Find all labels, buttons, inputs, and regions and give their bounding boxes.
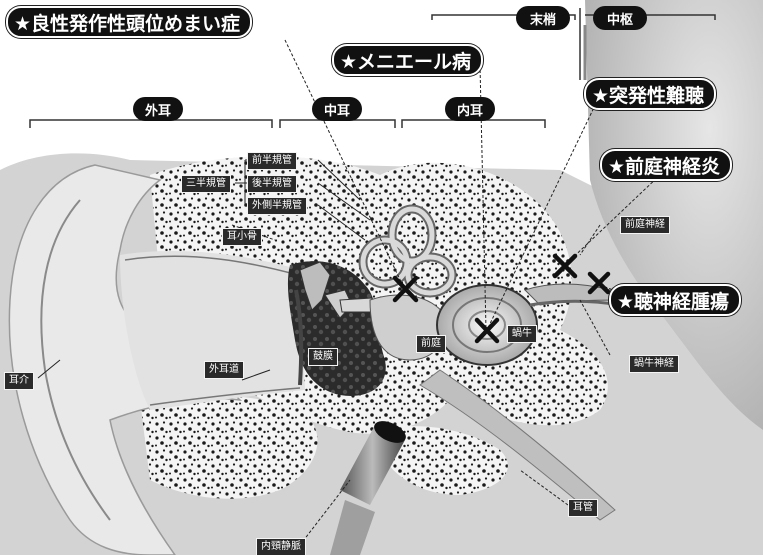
label-vestibular-nerve: 前庭神経: [620, 216, 670, 234]
region-middle-ear: 中耳: [312, 97, 362, 121]
region-inner-ear: 内耳: [445, 97, 495, 121]
label-cochlear-nerve: 蝸牛神経: [629, 355, 679, 373]
region-central: 中枢: [593, 6, 647, 30]
label-lateral-canal: 外側半規管: [247, 197, 307, 215]
label-jugular-vein: 内頸静脈: [256, 538, 306, 555]
label-meniere: ★メニエール病: [332, 44, 483, 76]
label-eustachian-tube: 耳管: [568, 499, 598, 517]
label-vestibular-neuritis: ★前庭神経炎: [600, 149, 732, 181]
label-auricle: 耳介: [4, 372, 34, 390]
label-semicircular-canals: 三半規管: [181, 175, 231, 193]
label-cochlea: 蝸牛: [507, 325, 537, 343]
region-peripheral: 末梢: [516, 6, 570, 30]
label-ear-canal: 外耳道: [204, 361, 244, 379]
label-posterior-canal: 後半規管: [247, 175, 297, 193]
label-anterior-canal: 前半規管: [247, 152, 297, 170]
region-outer-ear: 外耳: [133, 97, 183, 121]
label-eardrum: 鼓膜: [308, 348, 338, 366]
label-sudden-deafness: ★突発性難聴: [584, 78, 716, 110]
label-vestibule: 前庭: [416, 335, 446, 353]
label-acoustic-neuroma: ★聴神経腫瘍: [609, 284, 741, 316]
label-ossicles: 耳小骨: [222, 228, 262, 246]
label-bppv: ★良性発作性頭位めまい症: [6, 6, 252, 38]
